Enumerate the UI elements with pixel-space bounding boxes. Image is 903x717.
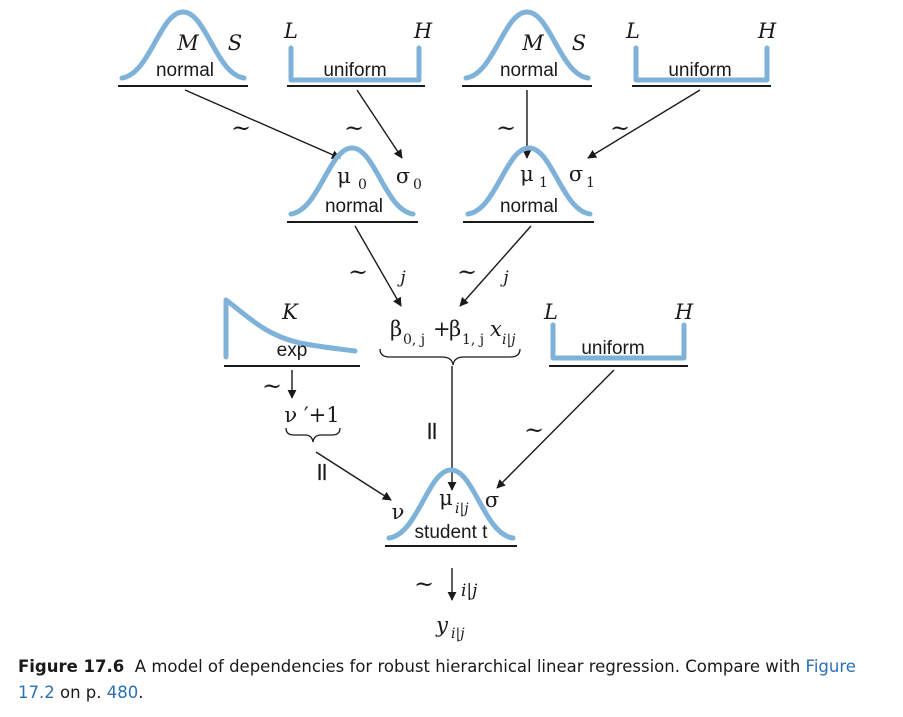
param-nu: ν: [392, 500, 405, 524]
beta0-sub: 0, j: [403, 332, 425, 348]
node-exp: exp K: [223, 297, 360, 367]
param-s: S: [228, 31, 242, 55]
figure-reference-link[interactable]: Figure 17.2: [18, 657, 856, 702]
tilde-label: ~: [610, 114, 630, 142]
node-top-normal-0: normal M S: [118, 9, 248, 87]
param-sigma: σ: [485, 488, 499, 512]
node-top-uniform-1: uniform L H: [625, 19, 777, 87]
x-sub: i|j: [502, 332, 516, 348]
edge-normal0-to-mu0: [184, 89, 341, 159]
beta0-symbol: β: [390, 317, 402, 341]
edge-uniform1-to-sigma1: [587, 89, 701, 159]
caption-text: A model of dependencies for robust hiera…: [134, 657, 806, 676]
uniform-box: [633, 45, 770, 83]
tilde-label: ~: [344, 114, 364, 142]
y-sub: i|j: [451, 626, 465, 642]
dist-label: student t: [415, 522, 489, 543]
dist-label: normal: [325, 196, 383, 217]
page-reference-link[interactable]: 480: [106, 683, 139, 702]
param-sigma0-sub: 0: [413, 177, 422, 193]
param-s: S: [572, 31, 586, 55]
equals-label: =: [417, 420, 447, 442]
param-sigma1-sub: 1: [586, 175, 595, 191]
dist-label: uniform: [323, 60, 386, 81]
underbrace: [285, 427, 341, 443]
param-h: H: [413, 19, 433, 43]
edge-normal0-to-beta0: [354, 225, 402, 307]
index-j-label: j: [396, 268, 406, 288]
dist-label: uniform: [668, 60, 731, 81]
normal-curve: [465, 145, 593, 217]
param-mu1: μ: [520, 162, 534, 186]
normal-curve: [119, 9, 247, 81]
x-symbol: x: [490, 317, 502, 341]
edge-nuprime-to-nu: [315, 451, 392, 501]
tilde-label: ~: [348, 258, 368, 286]
node-mid-normal-0: normal μ 0 σ 0: [287, 145, 422, 223]
edge-uniform0-to-sigma0: [356, 89, 403, 159]
linear-predictor: β 0, j + β 1, j x i|j: [379, 317, 521, 366]
edge-uniform-to-sigma: [496, 369, 615, 489]
param-k: K: [281, 300, 299, 324]
param-l: L: [625, 19, 640, 43]
node-student-t: student t ν μ i|j σ: [385, 467, 517, 547]
normal-curve: [288, 145, 416, 217]
node-top-normal-1: normal M S: [462, 9, 592, 87]
dist-label: normal: [156, 60, 214, 81]
figure-caption: Figure 17.6 A model of dependencies for …: [18, 654, 890, 706]
param-mu-sub: i|j: [455, 501, 469, 517]
param-mu1-sub: 1: [539, 175, 548, 191]
dist-label: normal: [500, 196, 558, 217]
tilde-label: ~: [524, 416, 544, 444]
edge-normal1-to-beta1: [459, 225, 532, 307]
dist-label: uniform: [581, 338, 644, 359]
param-sigma1: σ: [569, 162, 583, 186]
param-mu: μ: [439, 486, 453, 510]
plus-sign: +: [433, 317, 451, 341]
equals-label: =: [307, 461, 337, 483]
caption-text-middle: on p.: [54, 683, 107, 702]
uniform-box: [288, 45, 422, 83]
student-t-curve: [386, 467, 516, 541]
beta1-sub: 1, j: [462, 332, 484, 348]
dependency-diagram: normal M S uniform L H normal M S unifor…: [118, 9, 777, 642]
node-mid-normal-1: normal μ 1 σ 1: [463, 145, 595, 223]
exp-curve: [223, 297, 358, 360]
param-l: L: [283, 19, 298, 43]
tilde-label: ~: [231, 114, 251, 142]
y-symbol: y: [435, 613, 449, 637]
tilde-label: ~: [414, 570, 434, 598]
tilde-label: ~: [457, 258, 477, 286]
tilde-label: ~: [496, 114, 516, 142]
dist-label: normal: [500, 60, 558, 81]
param-h: H: [757, 19, 777, 43]
index-ilj-label: i|j: [461, 581, 478, 601]
param-l: L: [543, 300, 558, 324]
param-mu0-sub: 0: [358, 177, 367, 193]
dist-label: exp: [277, 340, 308, 361]
param-m: M: [176, 31, 199, 55]
nu-prime-plus-one: ν ′+1: [284, 403, 339, 427]
param-m: M: [521, 31, 544, 55]
normal-curve: [463, 9, 591, 81]
param-sigma0: σ: [396, 164, 410, 188]
param-h: H: [674, 300, 694, 324]
node-top-uniform-0: uniform L H: [283, 19, 433, 87]
uniform-box: [550, 322, 687, 361]
figure-number: Figure 17.6: [18, 657, 125, 676]
node-uniform-sigma: uniform L H: [543, 300, 694, 367]
caption-text-end: .: [138, 683, 144, 702]
param-mu0: μ: [337, 164, 351, 188]
beta1-symbol: β: [449, 317, 461, 341]
index-j-label: j: [499, 268, 509, 288]
underbrace: [379, 348, 521, 366]
tilde-label: ~: [262, 372, 282, 400]
